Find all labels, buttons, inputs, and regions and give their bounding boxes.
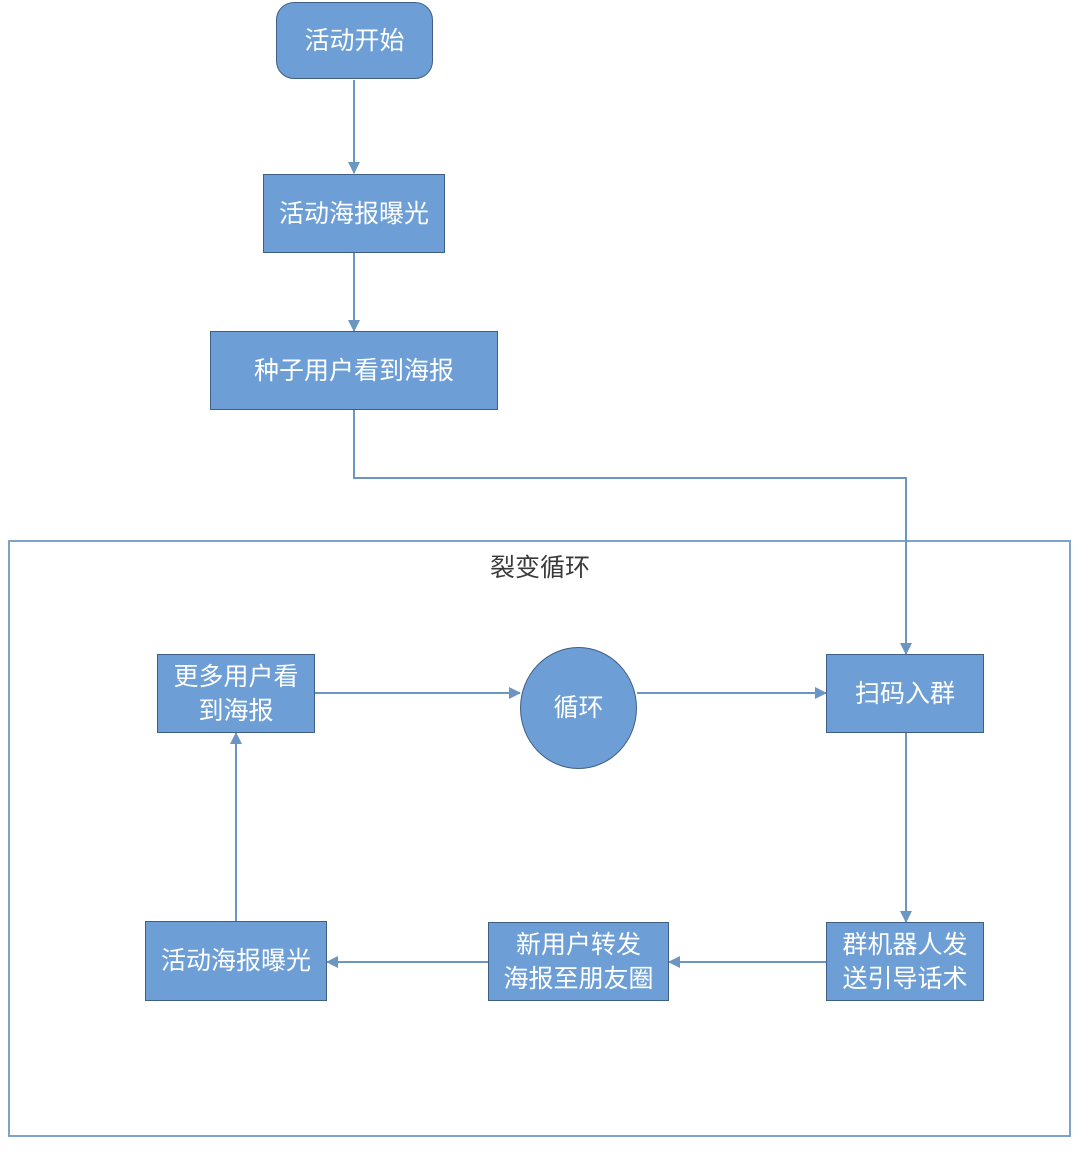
fission-loop-frame (8, 540, 1071, 1137)
scan-join-node: 扫码入群 (826, 654, 984, 733)
loop-circle-node: 循环 (520, 647, 637, 769)
poster-exposure-node-bottom: 活动海报曝光 (145, 921, 327, 1001)
poster-exposure-node-top: 活动海报曝光 (263, 174, 445, 253)
new-user-share-label-line1: 新用户转发 (515, 929, 641, 959)
new-user-share-label-line2: 海报至朋友圈 (503, 963, 654, 993)
loop-circle-label: 循环 (553, 693, 604, 722)
new-user-share-node: 新用户转发 海报至朋友圈 (488, 922, 669, 1001)
group-bot-label-line2: 送引导话术 (842, 963, 968, 993)
more-users-node: 更多用户看 到海报 (157, 654, 315, 733)
arrow-seed-to-scan (353, 410, 912, 655)
more-users-label-line2: 到海报 (198, 695, 274, 725)
poster-exposure-bottom-label: 活动海报曝光 (160, 946, 311, 975)
seed-users-node: 种子用户看到海报 (210, 331, 498, 410)
more-users-label-line1: 更多用户看 (173, 661, 299, 691)
seed-users-label: 种子用户看到海报 (253, 355, 454, 385)
start-node: 活动开始 (276, 2, 433, 79)
group-bot-node: 群机器人发 送引导话术 (826, 922, 984, 1001)
start-label: 活动开始 (304, 25, 405, 55)
group-bot-label-line1: 群机器人发 (842, 929, 968, 959)
loop-title: 裂变循环 (489, 553, 590, 582)
poster-exposure-top-label: 活动海报曝光 (278, 198, 429, 228)
scan-join-label: 扫码入群 (854, 678, 955, 708)
